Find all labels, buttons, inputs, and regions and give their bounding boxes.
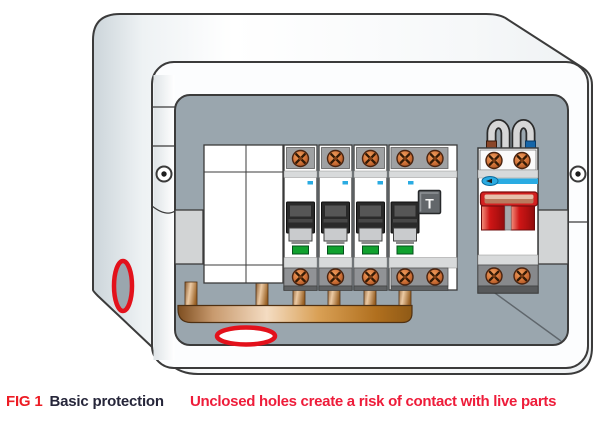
terminal-screw-icon (395, 267, 415, 287)
terminal-screw-icon (512, 266, 532, 286)
terminal-screw-icon (425, 267, 445, 287)
figure-caption: FIG 1 Basic protection (6, 393, 164, 410)
mcb-3 (354, 145, 387, 291)
mcb-1 (284, 145, 317, 291)
caption-row: FIG 1 Basic protection Unclosed holes cre… (0, 393, 600, 417)
warning-text: Unclosed holes create a risk of contact … (190, 393, 557, 410)
main-switch (477, 147, 539, 294)
rail-support-right (537, 209, 569, 265)
main-switch-red-toggle (479, 191, 539, 231)
incoming-cable-loops (486, 119, 536, 151)
terminal-screw-icon (395, 149, 415, 168)
lid-screw-right-icon (569, 165, 587, 183)
terminal-screw-icon (512, 151, 532, 170)
terminal-screw-icon (425, 149, 445, 168)
terminal-screw-icon (484, 266, 504, 286)
rail-support-left (174, 209, 204, 265)
figure-title: Basic protection (49, 393, 165, 410)
test-button-label: T (425, 196, 434, 212)
side-knockout-hole-highlight (111, 258, 135, 314)
terminal-screw-icon (484, 151, 504, 170)
test-button: T (417, 189, 442, 215)
lid-screw-left-icon (155, 165, 173, 183)
figure-label: FIG 1 (6, 393, 43, 410)
rcd-module: T (388, 144, 458, 291)
mcb-2 (319, 145, 352, 291)
rcd-toggle (390, 201, 420, 245)
bottom-knockout-hole-highlight (214, 325, 278, 347)
blank-modules (203, 144, 284, 284)
